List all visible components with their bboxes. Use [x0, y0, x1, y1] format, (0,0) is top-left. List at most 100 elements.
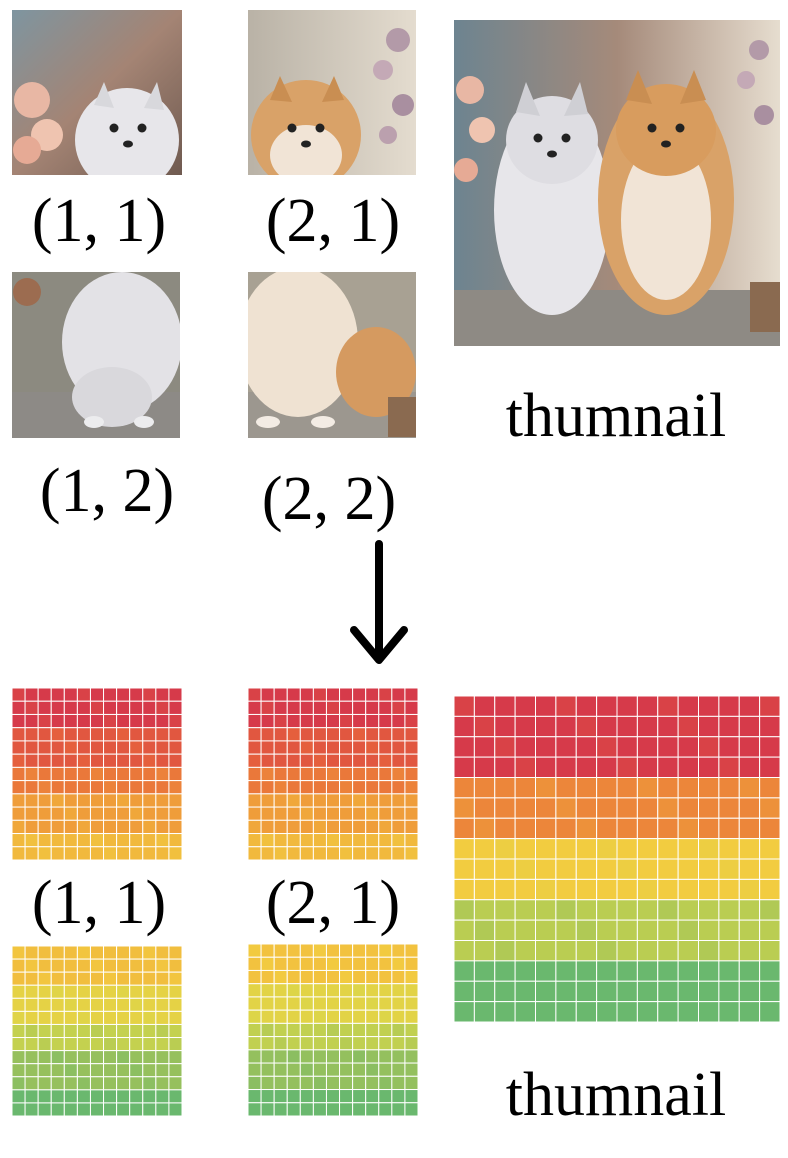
grid-cell [76, 1063, 91, 1078]
grid-cell [391, 700, 406, 715]
grid-cell [273, 1075, 288, 1091]
grid-cell [260, 713, 275, 729]
grid-cell [142, 1102, 157, 1116]
grid-cell [473, 899, 496, 921]
grid-cell [454, 980, 475, 1003]
grid-cell [718, 1001, 740, 1022]
grid-cell [89, 1050, 105, 1065]
grid-cell [248, 1009, 262, 1024]
grid-cell [738, 756, 761, 778]
grid-cell [76, 688, 91, 702]
grid-cell [286, 1089, 301, 1104]
grid-cell [391, 956, 406, 971]
grid-cell [636, 1001, 659, 1022]
grid-cell [142, 819, 157, 835]
grid-cell [759, 858, 780, 880]
grid-cell [473, 797, 496, 819]
grid-cell [63, 1063, 78, 1078]
grid-cell [494, 940, 516, 962]
grid-cell [365, 983, 380, 998]
grid-cell [378, 969, 393, 985]
grid-cell [325, 1075, 341, 1091]
grid-cell [365, 944, 380, 958]
photo-tile-2-1-image [248, 10, 416, 175]
grid-cell [63, 713, 78, 729]
grid-cell [299, 833, 314, 848]
grid-cell [103, 1050, 118, 1065]
grid-cell [260, 727, 275, 742]
grid-cell [378, 713, 393, 729]
grid-cell [129, 806, 144, 821]
grid-cell [365, 969, 380, 985]
grid-cell [168, 1010, 182, 1025]
grid-cell [404, 1089, 418, 1104]
grid-cell [155, 946, 170, 960]
grid-cell [155, 780, 170, 795]
grid-cell [352, 766, 367, 782]
grid-cell [698, 1001, 720, 1022]
grid-cell [299, 819, 314, 835]
grid-cell [404, 713, 418, 729]
grid-cell [616, 878, 638, 901]
grid-cell [155, 833, 170, 848]
grid-cell [116, 806, 131, 821]
grid-cell [299, 944, 314, 958]
grid-cell [365, 780, 380, 795]
grid-cell [299, 1089, 314, 1104]
grid-cell [514, 817, 536, 840]
grid-cell [129, 1063, 144, 1078]
grid-cell [718, 919, 740, 941]
grid-cell [698, 980, 720, 1003]
grid-cell [37, 997, 52, 1012]
grid-cell [37, 1037, 52, 1052]
grid-cell [575, 1001, 598, 1022]
grid-cell [116, 984, 131, 999]
grid-cell [657, 797, 679, 819]
grid-cell [718, 736, 740, 758]
grid-cell [299, 700, 314, 715]
grid-thumbnail [454, 696, 780, 1022]
grid-cell [352, 688, 367, 702]
grid-cell [103, 1010, 118, 1025]
grid-cell [168, 780, 182, 795]
grid-cell [248, 1022, 262, 1038]
grid-cell [286, 793, 301, 808]
grid-cell [116, 971, 131, 986]
grid-cell [339, 1049, 354, 1064]
grid-cell [575, 736, 598, 758]
grid-cell [155, 740, 170, 755]
grid-cell [391, 727, 406, 742]
grid-cell [116, 740, 131, 755]
grid-cell [89, 766, 105, 782]
grid-cell [248, 956, 262, 971]
grid-cell [286, 740, 301, 755]
grid-cell [339, 793, 354, 808]
grid-cell [129, 753, 144, 768]
grid-cell [616, 715, 638, 738]
grid-cell [24, 1023, 39, 1039]
grid-cell [677, 696, 699, 717]
grid-cell [12, 1037, 26, 1052]
grid-cell [129, 846, 144, 860]
grid-cell [616, 919, 638, 941]
grid-cell [677, 797, 699, 819]
grid-cell [391, 846, 406, 860]
grid-cell [404, 806, 418, 821]
grid-cell [286, 819, 301, 835]
grid-cell [63, 727, 78, 742]
grid-cell [155, 700, 170, 715]
grid-cell [473, 736, 496, 758]
grid-cell [677, 838, 699, 860]
grid-cell [103, 727, 118, 742]
grid-cell [50, 833, 65, 848]
grid-cell [76, 713, 91, 729]
grid-cell [168, 984, 182, 999]
grid-cell [378, 766, 393, 782]
grid-cell [391, 1062, 406, 1077]
grid-cell [76, 766, 91, 782]
grid-cell [142, 1089, 157, 1104]
grid-cell [116, 766, 131, 782]
grid-cell [37, 833, 52, 848]
grid-cell [299, 1062, 314, 1077]
grid-cell [575, 940, 598, 962]
